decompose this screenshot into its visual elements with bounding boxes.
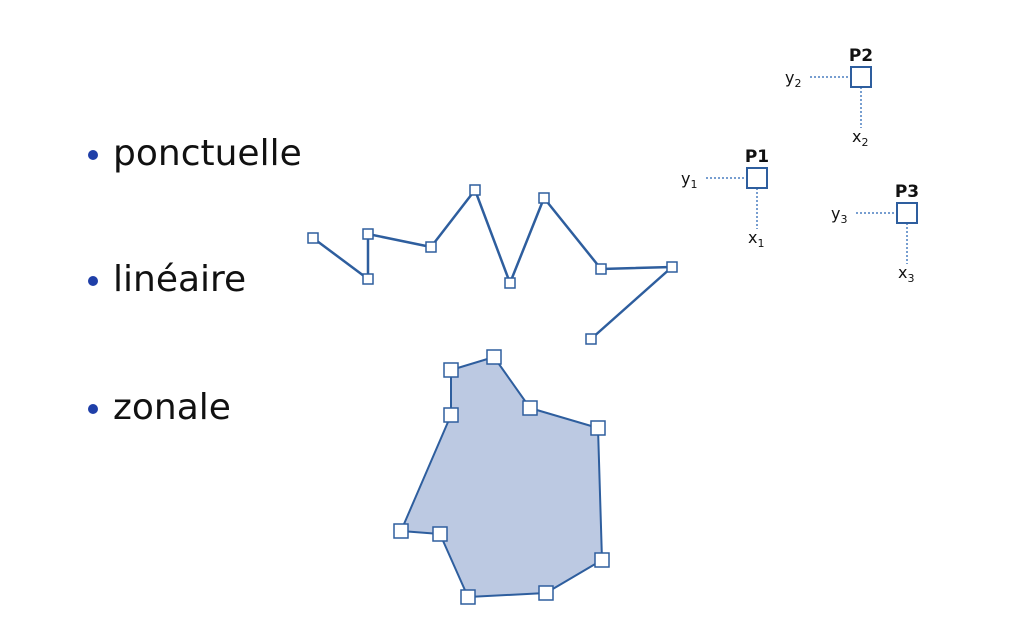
polyline-path xyxy=(312,188,674,340)
vertex-icon xyxy=(443,362,459,378)
vertex-icon xyxy=(590,420,606,436)
bullet-list: ponctuelle linéaire zonale xyxy=(88,0,388,626)
vertex-icon xyxy=(443,407,459,423)
bullet-dot-icon xyxy=(88,276,98,286)
point-p3: P3 y3 x3 xyxy=(831,182,919,285)
point-p2: P2 y2 x2 xyxy=(785,46,873,149)
vertex-icon xyxy=(594,552,610,568)
vertex-icon xyxy=(362,273,374,285)
vertex-icon xyxy=(362,228,374,240)
x-coordinate-label: x2 xyxy=(852,127,868,149)
vertex-icon xyxy=(538,585,554,601)
point-marker-icon xyxy=(746,167,768,189)
vertex-icon xyxy=(486,349,502,365)
vertex-icon xyxy=(522,400,538,416)
point-name: P3 xyxy=(895,182,919,202)
vertex-icon xyxy=(432,526,448,542)
y-coordinate-label: y2 xyxy=(785,68,801,90)
polygon-area xyxy=(400,356,603,598)
bullet-label: ponctuelle xyxy=(113,132,302,174)
point-name: P1 xyxy=(745,147,769,167)
bullet-dot-icon xyxy=(88,404,98,414)
bullet-item-ponctuelle: ponctuelle xyxy=(88,129,302,177)
vertex-icon xyxy=(595,263,607,275)
bullet-label: linéaire xyxy=(113,258,247,300)
vertex-icon xyxy=(504,277,516,289)
y-coordinate-label: y3 xyxy=(831,204,847,226)
vertex-icon xyxy=(666,261,678,273)
vertex-icon xyxy=(307,232,319,244)
vertex-icon xyxy=(538,192,550,204)
bullet-dot-icon xyxy=(88,150,98,160)
linear-feature xyxy=(307,184,678,345)
zonal-feature xyxy=(393,349,610,605)
point-marker-icon xyxy=(896,202,918,224)
vertex-icon xyxy=(460,589,476,605)
x-coordinate-label: x1 xyxy=(748,228,764,250)
vertex-icon xyxy=(393,523,409,539)
vertex-icon xyxy=(585,333,597,345)
x-coordinate-label: x3 xyxy=(898,263,914,285)
bullet-item-lineaire: linéaire xyxy=(88,255,246,303)
y-coordinate-label: y1 xyxy=(681,169,697,191)
vertex-icon xyxy=(469,184,481,196)
bullet-label: zonale xyxy=(113,386,231,428)
bullet-item-zonale: zonale xyxy=(88,383,231,431)
point-marker-icon xyxy=(850,66,872,88)
point-p1: P1 y1 x1 xyxy=(681,147,769,250)
point-name: P2 xyxy=(849,46,873,66)
vertex-icon xyxy=(425,241,437,253)
